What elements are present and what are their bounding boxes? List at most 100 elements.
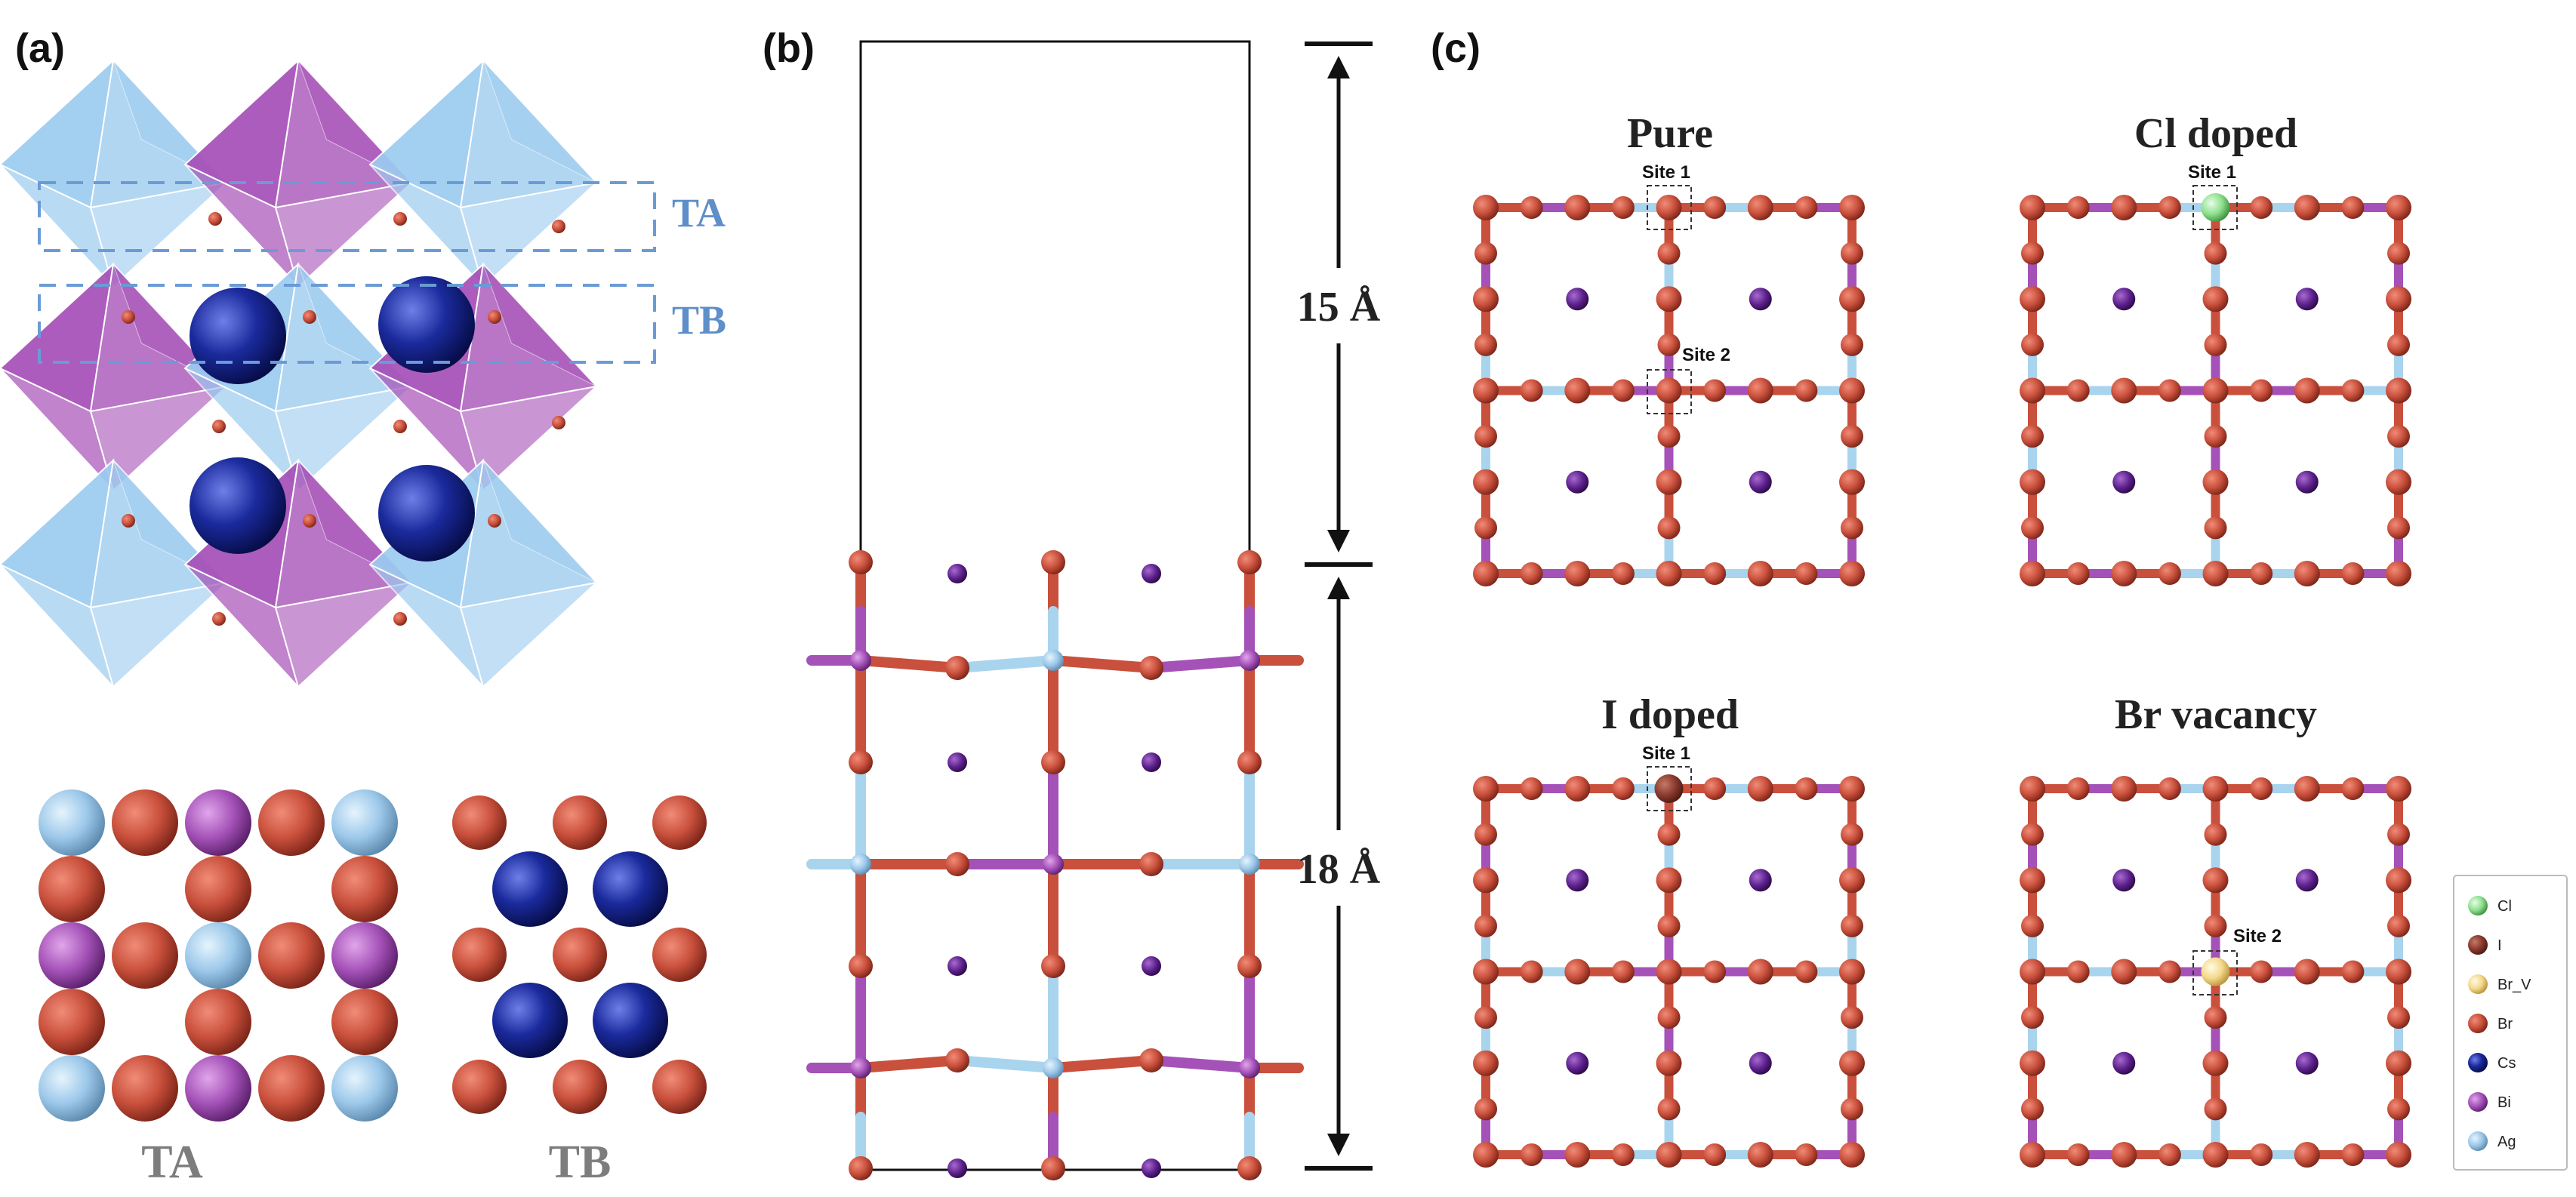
bi-atom [185,1055,251,1122]
cs-atom [1749,869,1772,892]
bi-atom [1239,1057,1260,1079]
br-atom [2250,960,2273,983]
br-atom [1041,750,1065,774]
br-atom [393,420,407,433]
br-atom [39,989,105,1055]
br-atom [1474,516,1497,540]
br-atom [2066,960,2090,983]
br-atom [2204,1006,2227,1029]
ta-layer-view [39,789,398,1122]
br-atom [652,795,707,850]
legend-swatch-bi [2468,1092,2488,1112]
bi-atom [1239,650,1260,671]
br-atom [652,928,707,982]
br-atom [2387,425,2410,448]
br-atom [393,212,407,226]
bi-atom [39,922,105,989]
br-atom [2204,823,2227,846]
slab-side-view [806,550,1304,1180]
br-atom [2386,377,2411,404]
ag-atom [850,854,871,875]
pure-site-1-label: Site 1 [1642,162,1690,183]
br-atom [122,514,135,528]
br-atom [1839,959,1865,985]
octahedron [0,458,230,688]
br-atom [1473,286,1499,312]
br-atom [185,989,251,1055]
br-atom [1473,195,1499,220]
br-atom [1041,550,1065,574]
br-atom [452,1060,507,1114]
br-atom [1474,1006,1497,1029]
br-atom [2111,959,2137,985]
i-site-1-box [1647,766,1692,811]
i-site-1-label: Site 1 [1642,743,1690,764]
cs-atom [2112,1051,2136,1075]
br-atom [488,514,501,528]
br-atom [1795,196,1818,219]
cs-atom [1566,288,1589,311]
br-atom [1656,377,1682,404]
br-atom [2020,195,2045,220]
br-atom [2111,776,2137,802]
br-atom [1564,959,1591,985]
br-atom [1841,242,1863,265]
br-atom [2202,1142,2229,1168]
br-atom [1841,914,1863,937]
cs-atom [1566,869,1589,892]
br-atom [2111,377,2137,404]
br-atom [2387,1097,2410,1121]
br-atom [2387,333,2410,356]
br-atom [2021,425,2044,448]
bi-atom [1043,854,1064,875]
legend-swatch-cs [2468,1053,2488,1072]
br-atom [2158,196,2181,219]
br-atom [2202,776,2229,802]
br-atom [112,922,178,989]
br-atom [1237,550,1262,574]
br-atom [1656,469,1682,495]
cs-atom [492,851,568,927]
br-atom [1564,776,1591,802]
br-vacancy-lattice [2020,776,2411,1168]
br-atom [1657,1097,1681,1121]
br-atom [1841,1006,1863,1029]
br-atom [553,928,607,982]
br-atom [2158,562,2181,585]
legend-label-ag: Ag [2497,1134,2516,1150]
cl-site-1-box [2192,185,2238,230]
cl-doped-lattice [2020,193,2411,586]
octahedron-face [459,385,599,492]
legend-swatch-br_v [2468,974,2488,994]
br-atom [112,789,178,856]
legend-swatch-cl [2468,896,2488,915]
br-atom [1520,379,1543,402]
br-atom [552,220,565,233]
tb-layer-box [38,284,656,364]
horizontal-bond [1146,1055,1255,1073]
br-atom [2387,516,2410,540]
cs-atom [378,465,475,562]
bi-atom [331,922,398,989]
br-atom [2202,469,2229,495]
br-atom [1564,195,1591,220]
br-atom [1747,195,1773,220]
br-atom [2066,196,2090,219]
legend-swatch-i [2468,935,2488,955]
br-atom [1839,195,1865,220]
br-atom [2021,823,2044,846]
cs-atom [2295,288,2319,311]
br-atom [2386,1050,2411,1076]
br-atom [552,416,565,429]
br-atom [1237,750,1262,774]
br-atom [553,1060,607,1114]
cs-atom [948,564,967,583]
vacuum-thickness-label: 15 Å [1297,284,1381,331]
octahedron-face [274,385,414,492]
br-atom [2158,777,2181,800]
br-atom [1657,914,1681,937]
br-atom [2250,1143,2273,1166]
br-atom [1041,1156,1065,1180]
pure-site-2-box [1647,369,1692,414]
